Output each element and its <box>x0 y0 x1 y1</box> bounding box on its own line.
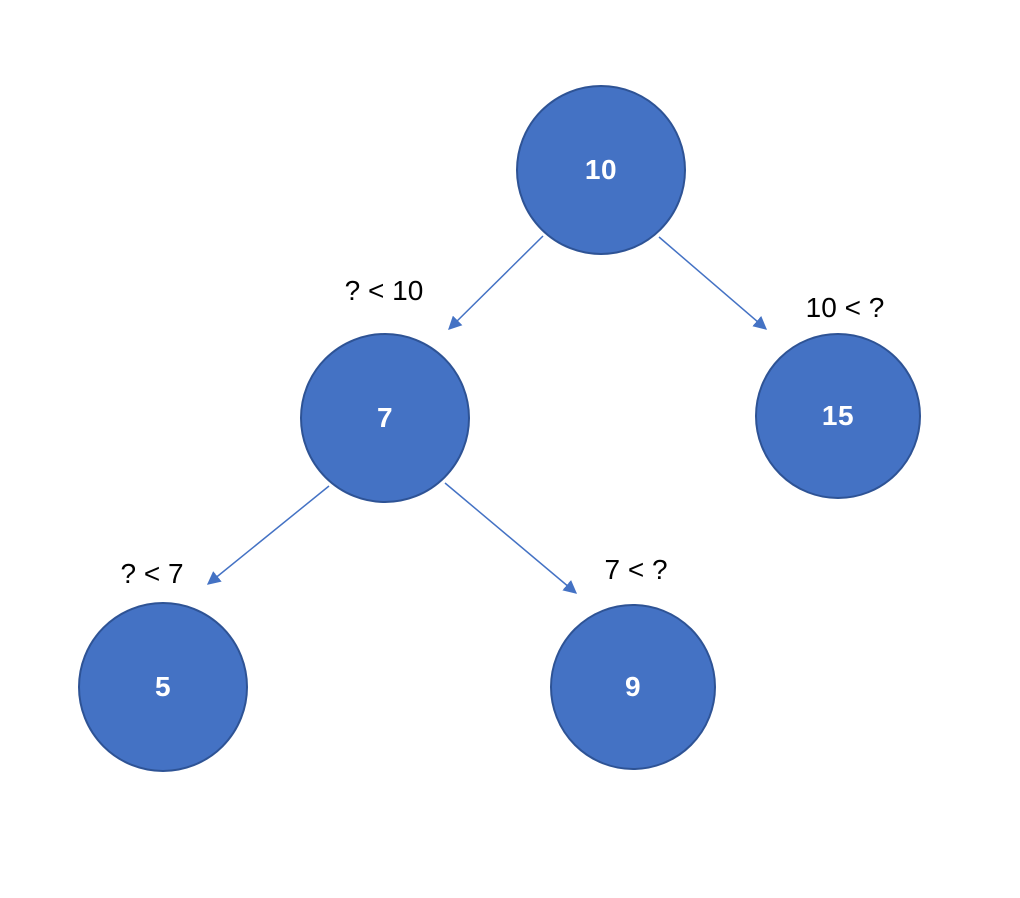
edge-label-left-left: ? < 7 <box>120 558 184 589</box>
edge-arrow-root-to-right <box>658 236 768 330</box>
tree-node-value: 15 <box>821 400 855 431</box>
edge-label-root-left: ? < 10 <box>344 275 424 306</box>
tree-node-left-left-child: 5 <box>78 602 248 772</box>
tree-node-right-child: 15 <box>755 333 921 499</box>
tree-node-value: 10 <box>584 154 618 185</box>
tree-node-value: 7 <box>376 402 394 433</box>
tree-node-value: 5 <box>154 671 172 702</box>
edge-arrow-left-to-left-right <box>444 482 578 594</box>
edge-label-left-right: 7 < ? <box>604 554 668 585</box>
tree-node-left-right-child: 9 <box>550 604 716 770</box>
tree-node-root: 10 <box>516 85 686 255</box>
edge-arrow-root-to-left <box>448 235 544 330</box>
edge-label-root-right: 10 < ? <box>805 292 885 323</box>
tree-node-value: 9 <box>624 671 642 702</box>
edge-arrow-left-to-left-left <box>206 485 330 585</box>
tree-node-left-child: 7 <box>300 333 470 503</box>
